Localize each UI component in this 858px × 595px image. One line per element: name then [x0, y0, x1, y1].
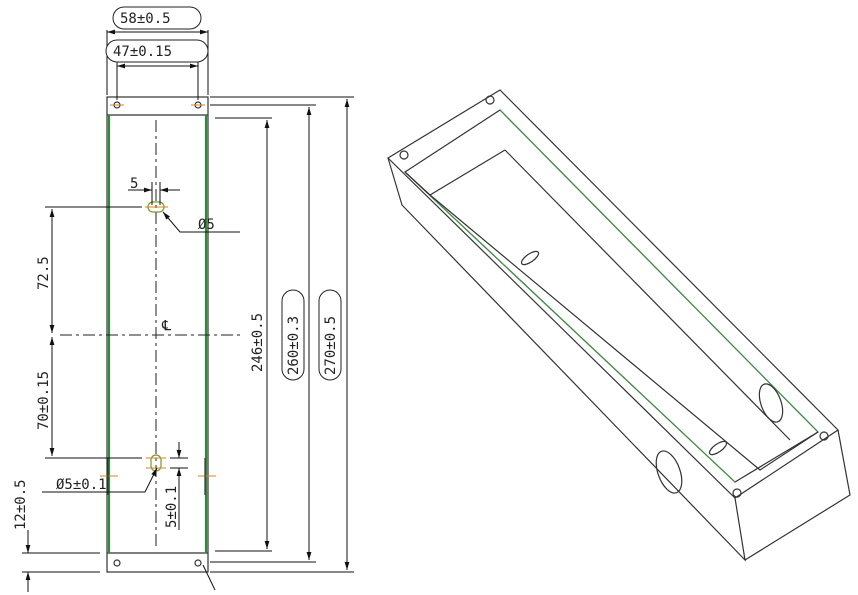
iso-knockout	[758, 383, 784, 423]
top-rim	[387, 89, 839, 499]
dim-hole-length: 260±0.3	[286, 316, 302, 375]
centerline-symbol: ℄	[161, 318, 171, 334]
isometric-view	[387, 89, 851, 562]
dim-slot-width: 5	[130, 176, 138, 192]
dim-hole-spacing: 47±0.15	[113, 44, 172, 60]
mount-hole	[485, 95, 495, 105]
dim-top-slot-distance: 72.5	[36, 256, 52, 290]
dim-bottom-slot-distance: 70±0.15	[36, 371, 52, 430]
mount-hole	[113, 559, 121, 567]
dim-inner-length: 246±0.5	[250, 313, 266, 372]
dim-outer-length: 270±0.5	[323, 316, 339, 375]
front-view: ℄ 58±0.5 47±0.15 5 Ø5 72.5 70±0.15	[13, 6, 354, 592]
iso-knockout	[655, 450, 683, 494]
iso-slot	[520, 250, 540, 266]
dim-slot-diameter-top: Ø5	[198, 217, 215, 233]
mount-hole	[732, 488, 742, 498]
mount-hole	[194, 559, 202, 567]
dim-width-outer: 58±0.5	[120, 11, 171, 27]
dim-flange-height: 12±0.5	[13, 479, 29, 530]
dim-slot-length: 5±0.1	[164, 486, 180, 528]
mount-hole	[399, 150, 409, 160]
iso-slot	[708, 440, 728, 456]
inner-rim	[404, 109, 819, 483]
dim-slot-diameter-bottom: Ø5±0.1	[56, 477, 107, 493]
mount-hole	[819, 431, 829, 441]
